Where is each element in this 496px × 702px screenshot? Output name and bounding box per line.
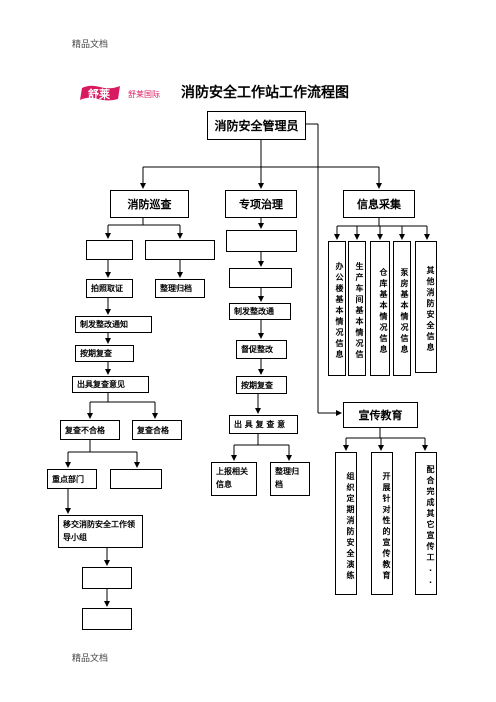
company-logo: 舒莱 xyxy=(80,84,122,102)
info-warehouse: 仓库基本情况信息 xyxy=(370,241,390,376)
page-footer: 精品文档 xyxy=(72,654,109,664)
photo-evidence-node: 拍照取证 xyxy=(86,279,133,298)
rectify-notice-node: 制发整改通知 xyxy=(75,316,152,333)
root-node: 消防安全管理员 xyxy=(207,111,306,140)
patrol-blank-box-5 xyxy=(82,608,132,630)
patrol-archive-node: 整理归档 xyxy=(155,279,205,298)
patrol-blank-box-1 xyxy=(86,240,133,260)
patrol-node: 消防巡查 xyxy=(110,190,189,218)
page-title: 消防安全工作站工作流程图 xyxy=(181,85,349,101)
info-node: 信息采集 xyxy=(343,190,415,218)
info-office-building: 办公楼基本情况信息 xyxy=(328,241,346,376)
special-notice-node: 制发整改通 xyxy=(229,303,291,320)
patrol-recheck-node: 按期复查 xyxy=(75,345,134,362)
key-department-node: 重点部门 xyxy=(47,469,97,489)
patrol-blank-box-3 xyxy=(110,469,162,489)
logo-mark: 舒莱 xyxy=(88,88,110,101)
special-archive-node: 整理归档 xyxy=(270,462,310,496)
report-info-node: 上报相关信息 xyxy=(211,462,257,496)
supervise-node: 督促整改 xyxy=(236,340,287,359)
education-node: 宣传教育 xyxy=(343,402,418,428)
info-other-safety: 其他消防安全信息 xyxy=(415,241,437,373)
recheck-pass-node: 复查合格 xyxy=(132,420,182,440)
special-recheck-node: 按期复查 xyxy=(236,376,287,394)
patrol-blank-box-2 xyxy=(145,240,215,260)
education-drill: 组织定期消防安全演练 xyxy=(335,452,357,595)
logo-name: 舒莱国际 xyxy=(128,90,160,99)
info-pump-room: 泵房基本情况信息 xyxy=(393,241,411,376)
recheck-fail-node: 复查不合格 xyxy=(60,420,120,440)
education-targeted: 开展针对性的宣传教育 xyxy=(371,452,393,595)
page-header: 精品文档 xyxy=(72,40,109,50)
patrol-blank-box-4 xyxy=(82,567,132,589)
special-blank-box-2 xyxy=(229,268,292,288)
special-blank-box-1 xyxy=(226,230,297,252)
info-workshop: 生产车间基本情况信 xyxy=(348,241,366,376)
special-opinion-node: 出 具 复 查 意 xyxy=(229,415,298,434)
education-other: 配合完成其它宣传工.. xyxy=(415,452,437,595)
special-node: 专项治理 xyxy=(225,190,297,218)
transfer-leadership-node: 移交消防安全工作领导小组 xyxy=(58,515,143,548)
patrol-opinion-node: 出具复查意见 xyxy=(72,376,149,393)
